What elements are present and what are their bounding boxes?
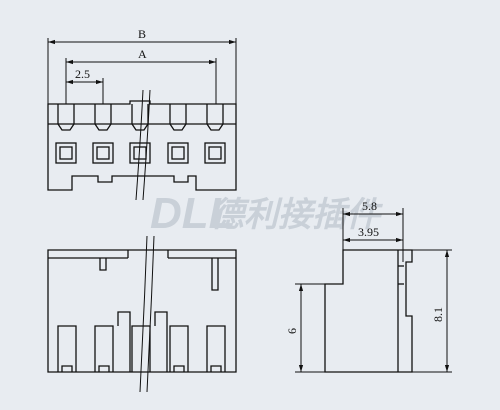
side-view-outline [324,249,413,373]
dim-label-depth-inner: 3.95 [358,225,379,239]
top-view [47,89,237,201]
dim-label-height-total: 8.1 [431,307,445,322]
top-break-line [135,89,151,201]
front-view [47,235,237,393]
dim-label-height-front: 6 [285,328,299,334]
front-view-outline [47,249,237,373]
side-view [324,249,413,373]
contact-windows [55,142,226,164]
dim-label-A: A [138,47,147,61]
dim-label-B: B [138,27,146,41]
watermark-brand: DLL [150,189,236,238]
dim-label-depth-top: 5.8 [362,199,377,213]
front-break-line [139,235,155,393]
dim-label-pitch: 2.5 [75,67,90,81]
terminal-slots [57,311,226,372]
side-dimensions [295,208,452,373]
top-view-outline [47,100,237,191]
latch-slots [57,104,224,131]
top-dimensions [47,38,237,104]
